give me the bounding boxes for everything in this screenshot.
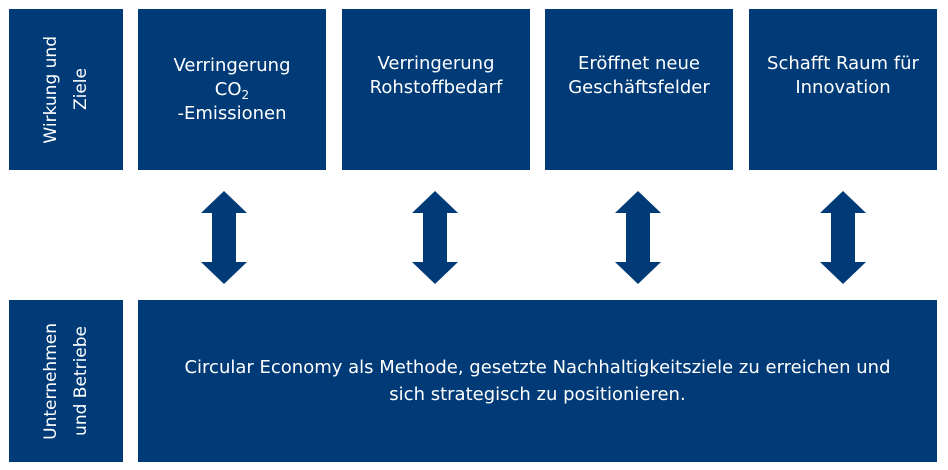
goal-text: Eröffnet neue	[577, 52, 700, 74]
goal-text: Verringerung	[377, 52, 495, 74]
goal-text: Innovation	[795, 76, 891, 98]
row-label-line: Ziele	[71, 68, 91, 111]
goal-text: Geschäftsfelder	[568, 76, 710, 98]
row-label-wirkung: Wirkung und Ziele	[9, 9, 123, 170]
row-label-line: Wirkung und	[41, 35, 61, 144]
row-label-unternehmen: Unternehmen und Betriebe	[9, 300, 123, 462]
goal-text: Schafft Raum für	[767, 52, 919, 74]
double-arrow-icon	[201, 191, 247, 284]
main-text: Circular Economy als Methode, gesetzte N…	[184, 357, 891, 378]
goal-text: Rohstoffbedarf	[369, 76, 503, 98]
double-arrow-icon	[615, 191, 661, 284]
row-label-line: und Betriebe	[71, 326, 91, 436]
main-text: sich strategisch zu positionieren.	[389, 384, 686, 405]
circular-economy-box: Circular Economy als Methode, gesetzte N…	[138, 300, 937, 462]
double-arrow-icon	[820, 191, 866, 284]
row-label-line: Unternehmen	[41, 322, 61, 440]
goal-text: -Emissionen	[177, 102, 287, 124]
double-arrow-icon	[412, 191, 458, 284]
goal-text: CO	[214, 78, 242, 100]
goal-text: Verringerung	[173, 54, 291, 76]
subscript: 2	[241, 87, 250, 102]
